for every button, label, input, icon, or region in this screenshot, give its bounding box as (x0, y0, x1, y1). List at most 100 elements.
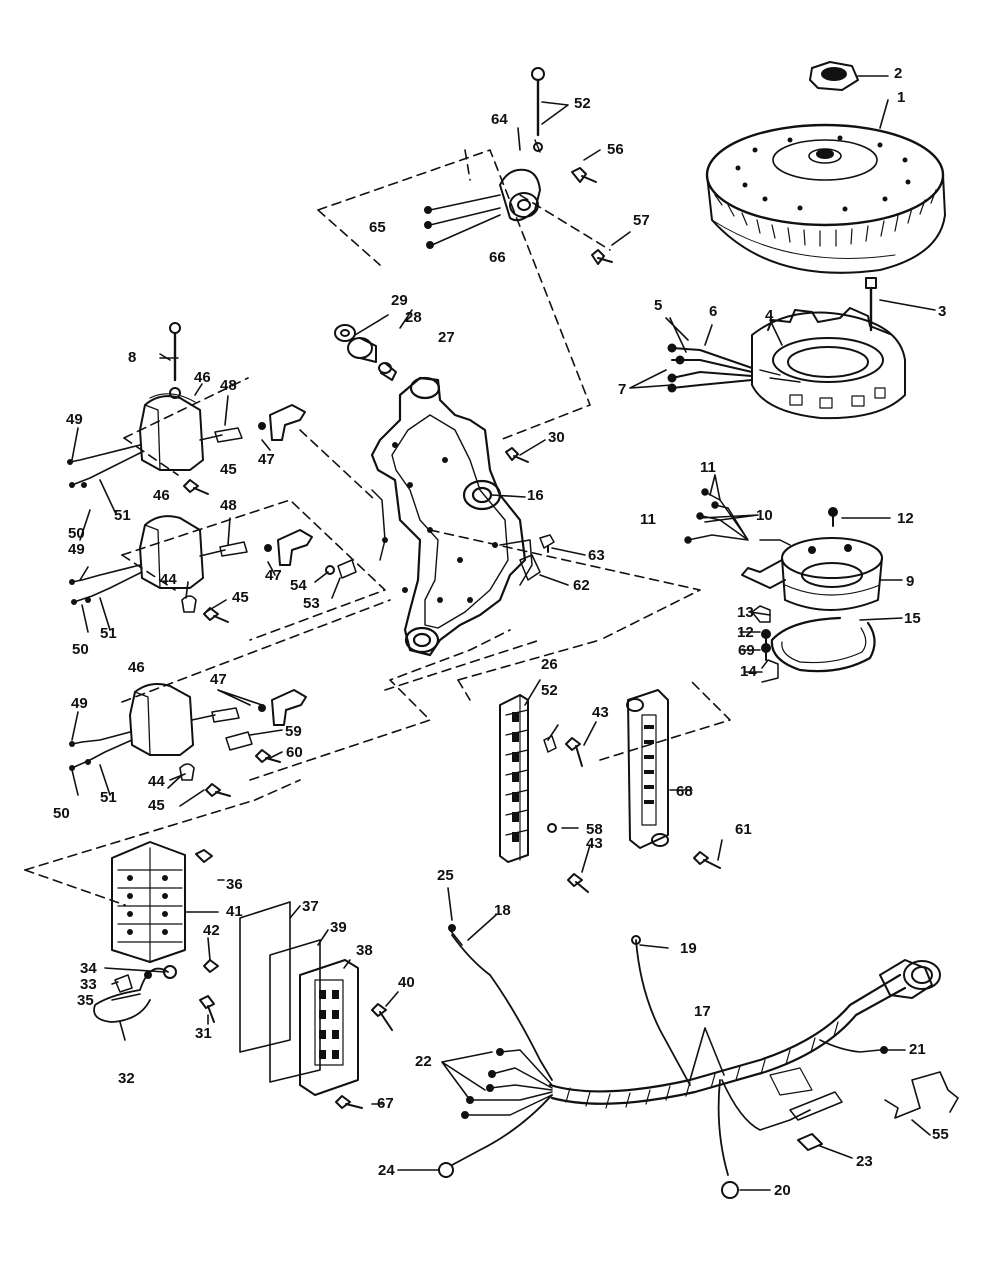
callout-39: 39 (330, 919, 347, 936)
callout-61: 61 (735, 821, 752, 838)
screw-45-bottom (205, 783, 231, 797)
callout-3: 3 (938, 303, 947, 320)
callout-36: 36 (226, 876, 243, 893)
callout-48b: 48 (220, 497, 237, 514)
rectifier-68 (626, 689, 669, 849)
clip-63 (539, 534, 555, 553)
callout-45b: 45 (232, 589, 249, 606)
callout-50b: 50 (72, 641, 89, 658)
callout-8: 8 (128, 349, 137, 366)
callout-51b: 51 (100, 625, 117, 642)
timer-base (741, 537, 883, 611)
stator-assembly (667, 307, 906, 420)
callout-23: 23 (856, 1153, 873, 1170)
bracket-14 (761, 659, 779, 683)
bracket-62 (519, 554, 541, 581)
washer-29 (334, 324, 356, 342)
callout-46a: 46 (194, 369, 211, 386)
callout-63: 63 (588, 547, 605, 564)
callout-34: 34 (80, 960, 97, 977)
callout-69: 69 (738, 642, 755, 659)
stator-screw (865, 277, 877, 332)
callout-4: 4 (765, 307, 774, 324)
nut-36 (195, 849, 213, 863)
callout-25: 25 (437, 867, 454, 884)
callout-40: 40 (398, 974, 415, 991)
screw-57 (591, 249, 613, 265)
callout-51a: 51 (114, 507, 131, 524)
callout-18: 18 (494, 902, 511, 919)
screw-42 (203, 959, 219, 973)
ground-lead-top (531, 67, 545, 153)
screw-43-lower (567, 873, 589, 893)
callout-64: 64 (491, 111, 508, 128)
lead-32 (93, 965, 177, 1023)
screw-56 (571, 167, 597, 183)
callout-38: 38 (356, 942, 373, 959)
terminal-strip (499, 694, 529, 863)
callout-62: 62 (573, 577, 590, 594)
nut-58 (547, 823, 557, 833)
callout-2: 2 (894, 65, 903, 82)
callout-59: 59 (285, 723, 302, 740)
callout-45a: 45 (220, 461, 237, 478)
rectifier-38 (299, 959, 359, 1096)
callout-47b: 47 (265, 567, 282, 584)
callout-46b: 46 (153, 487, 170, 504)
callout-21: 21 (909, 1041, 926, 1058)
screw-43-upper (565, 737, 583, 767)
callout-47a: 47 (258, 451, 275, 468)
callout-50a: 50 (68, 525, 85, 542)
callout-44a: 44 (160, 571, 177, 588)
callout-32: 32 (118, 1070, 135, 1087)
spacer-27 (378, 362, 397, 381)
callout-19: 19 (680, 940, 697, 957)
callout-10: 10 (756, 507, 773, 524)
callout-22: 22 (415, 1053, 432, 1070)
ignition-coil-mid (71, 515, 248, 613)
callout-51c: 51 (100, 789, 117, 806)
callout-52b: 52 (541, 682, 558, 699)
assembly-dashed-lines (24, 149, 731, 906)
callout-6: 6 (709, 303, 718, 320)
callout-24: 24 (378, 1162, 395, 1179)
callout-33: 33 (80, 976, 97, 993)
callout-65: 65 (369, 219, 386, 236)
callout-42: 42 (203, 922, 220, 939)
flywheel-nut (809, 61, 859, 91)
callout-52: 52 (574, 95, 591, 112)
callout-28: 28 (405, 309, 422, 326)
screw-31 (199, 995, 215, 1023)
callout-53: 53 (303, 595, 320, 612)
callout-68: 68 (676, 783, 693, 800)
leads-65 (424, 194, 501, 249)
callout-54: 54 (290, 577, 307, 594)
screw-45-mid (203, 607, 229, 623)
leader-lines (71, 75, 936, 1191)
clip-59 (225, 731, 253, 751)
callout-50c: 50 (53, 805, 70, 822)
retaining-ring (770, 616, 876, 673)
callout-31: 31 (195, 1025, 212, 1042)
connector-23 (797, 1133, 823, 1151)
flywheel (705, 123, 946, 274)
boot-47-top (258, 404, 306, 441)
callout-48a: 48 (220, 377, 237, 394)
callout-67: 67 (377, 1095, 394, 1112)
callout-5: 5 (654, 297, 663, 314)
callout-30: 30 (548, 429, 565, 446)
callout-11b: 11 (640, 511, 656, 528)
callout-49c: 49 (71, 695, 88, 712)
callout-14: 14 (740, 663, 757, 680)
screw-60 (255, 749, 281, 763)
ignition-coil-bottom (71, 683, 240, 781)
callout-57: 57 (633, 212, 650, 229)
clip-13 (751, 605, 771, 623)
callout-1: 1 (897, 89, 906, 106)
plate-39 (269, 939, 321, 1083)
callout-43a: 43 (592, 704, 609, 721)
gasket-37 (239, 901, 291, 1053)
bracket-64 (499, 168, 541, 222)
callout-41: 41 (226, 903, 243, 920)
callout-11a: 11 (700, 459, 716, 476)
